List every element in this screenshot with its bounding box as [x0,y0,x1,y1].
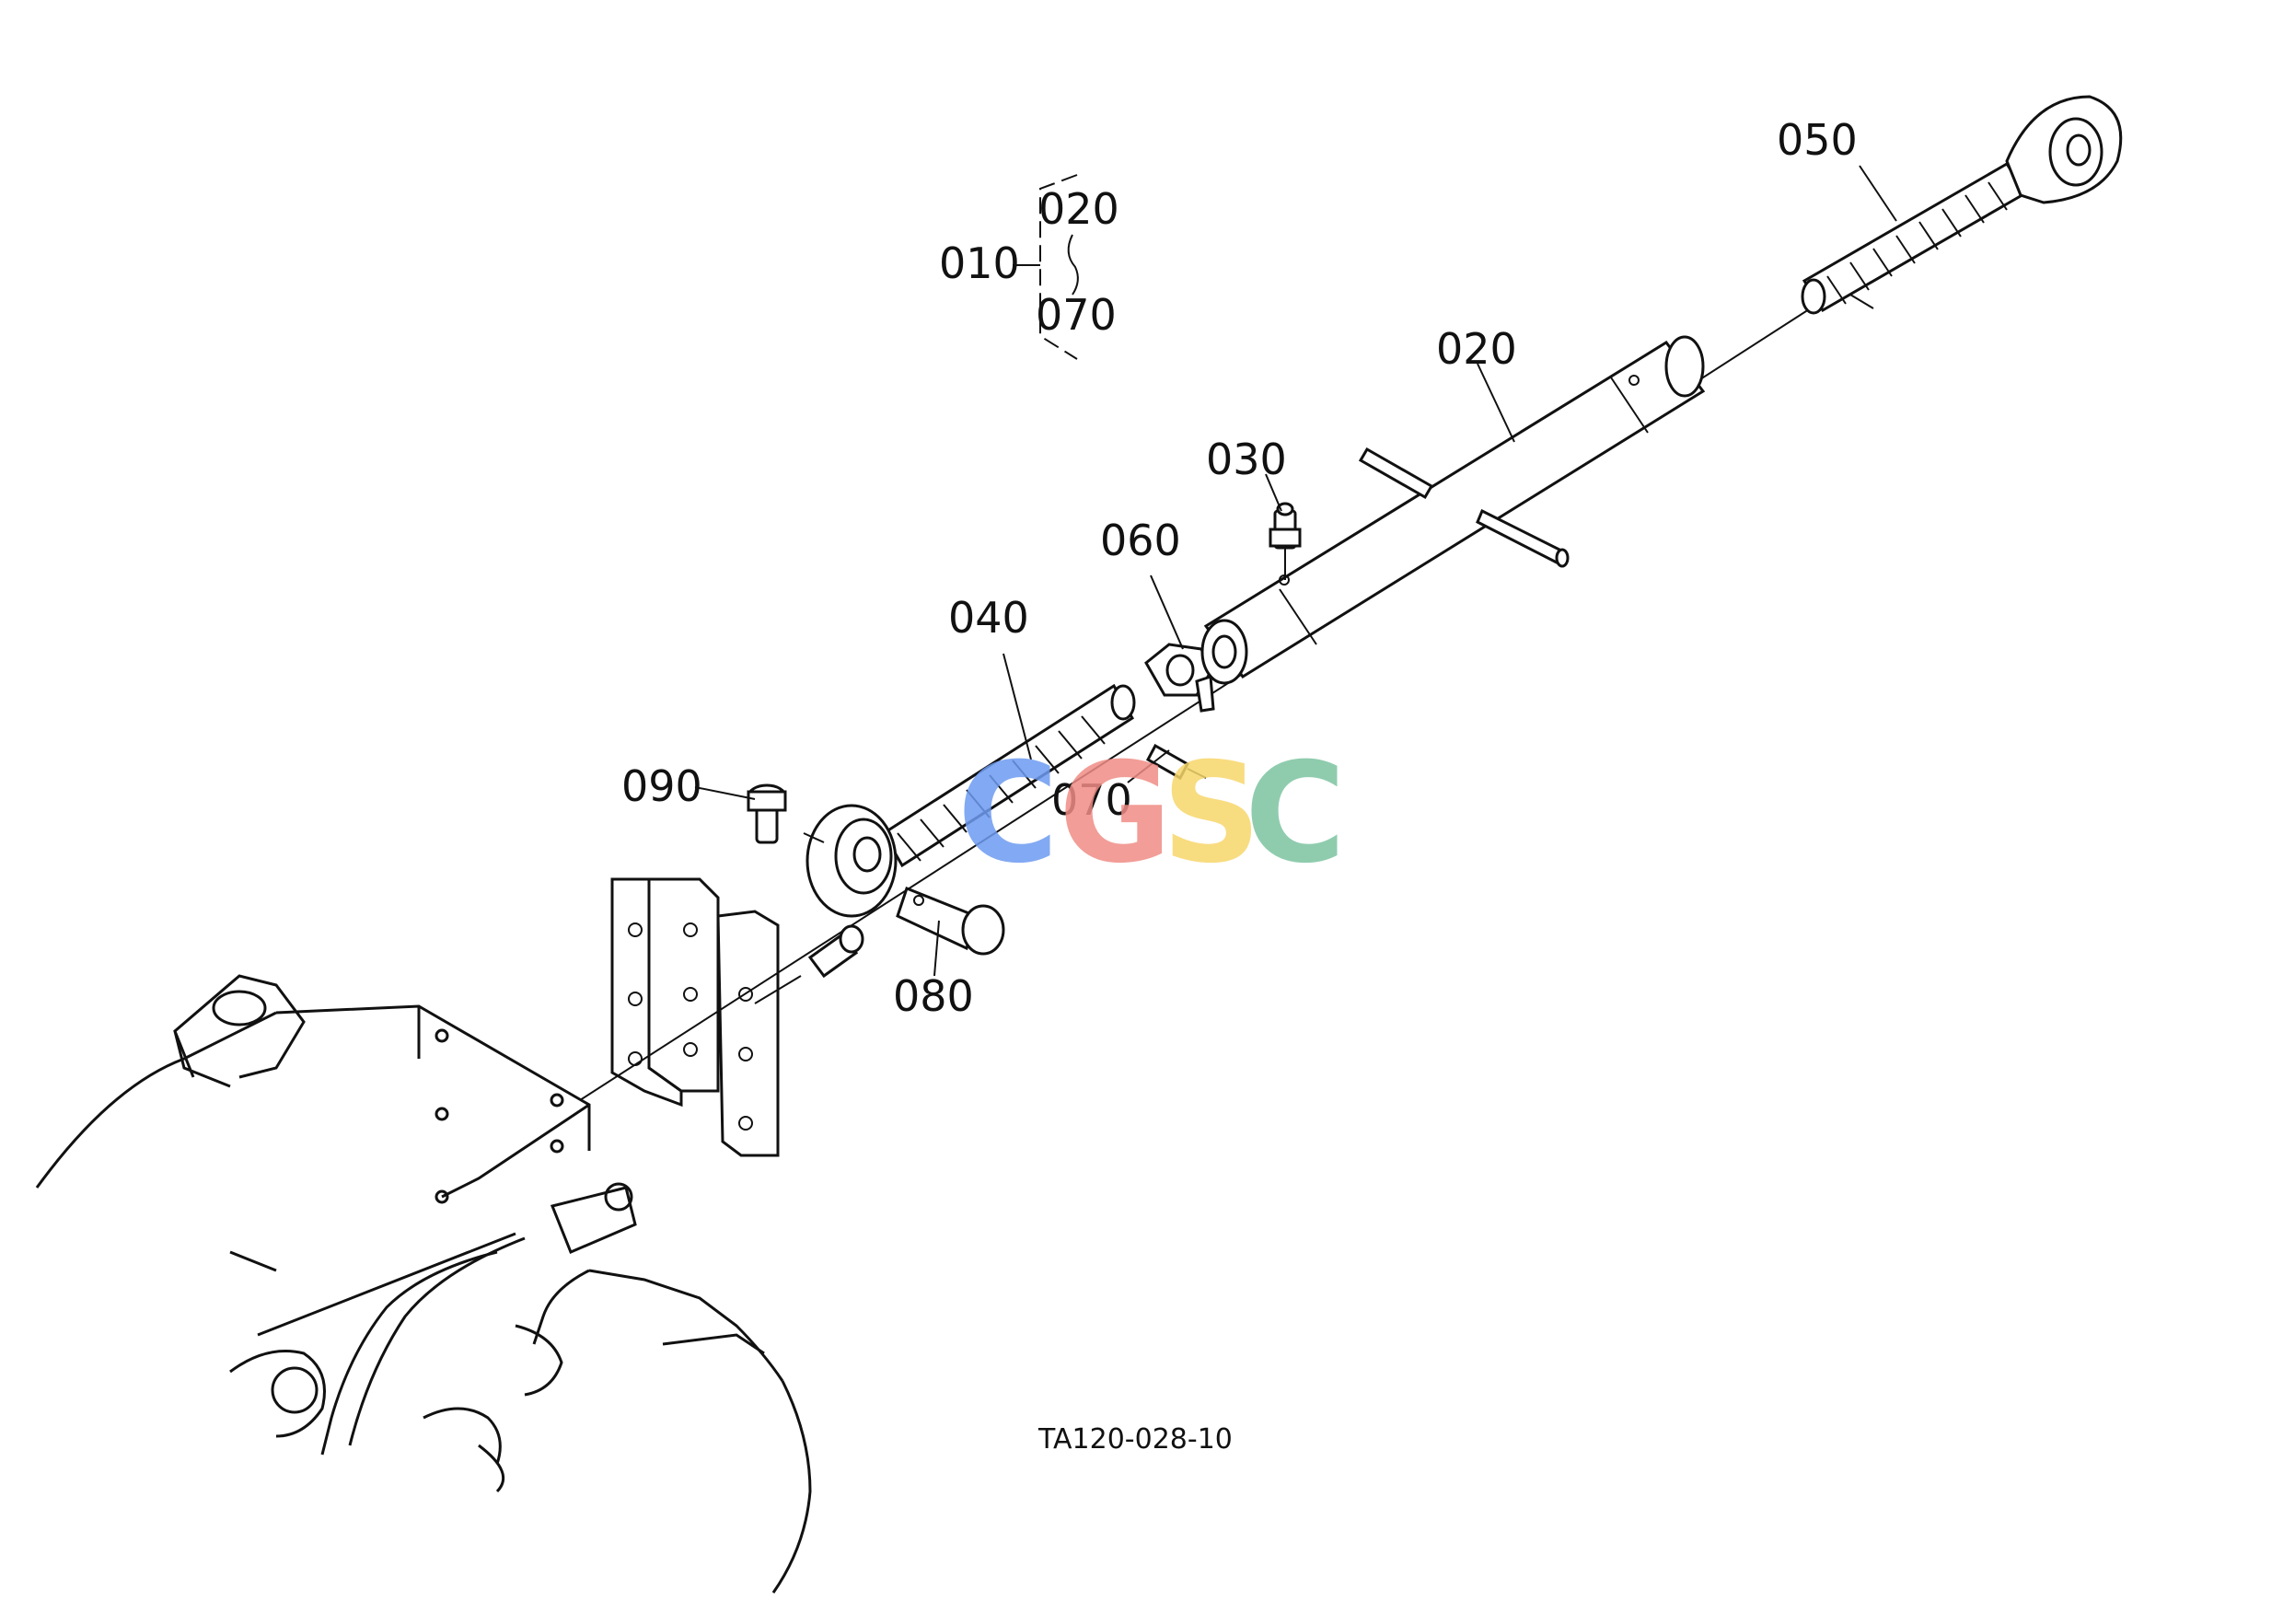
cgsc-watermark: C G S C [957,734,1346,894]
part-label-020: 020 [1436,324,1517,374]
fitting-drawing [754,924,864,1004]
part-label-040: 040 [948,593,1029,643]
watermark-letter-3: S [1162,734,1261,894]
watermark-letter-2: G [1059,734,1172,894]
grease-nipple-030-drawing [1269,502,1302,580]
tractor-body-drawing [35,974,812,1594]
part-label-080: 080 [893,971,974,1021]
watermark-letter-4: C [1245,734,1346,894]
part-label-090: 090 [621,761,702,811]
part-label-070: 070 [1051,775,1132,825]
drawing-number: TA120-028-10 [1037,1423,1233,1456]
rod-end-040-drawing [805,683,1136,918]
part-label-060: 060 [1100,516,1181,565]
assembly-range-start: 020 [1038,184,1119,234]
part-label-030: 030 [1206,435,1287,484]
pin-080-drawing [896,887,1005,956]
tube-020-drawing [1200,335,1706,685]
assembly-range-end: 070 [1036,290,1117,340]
watermark-letter-1: C [957,734,1059,894]
assembly-label-010: 010 [939,238,1020,288]
mounting-bracket-drawing [610,877,780,1157]
spring-pin-070-drawing [1145,743,1207,781]
bolt-090-drawing [747,783,787,844]
leader-lines [694,165,1897,977]
rod-end-050-drawing [1801,95,2123,315]
assembly-bracket [1013,174,1079,360]
lock-nut-060-drawing [1144,643,1215,713]
part-label-050: 050 [1777,115,1858,165]
